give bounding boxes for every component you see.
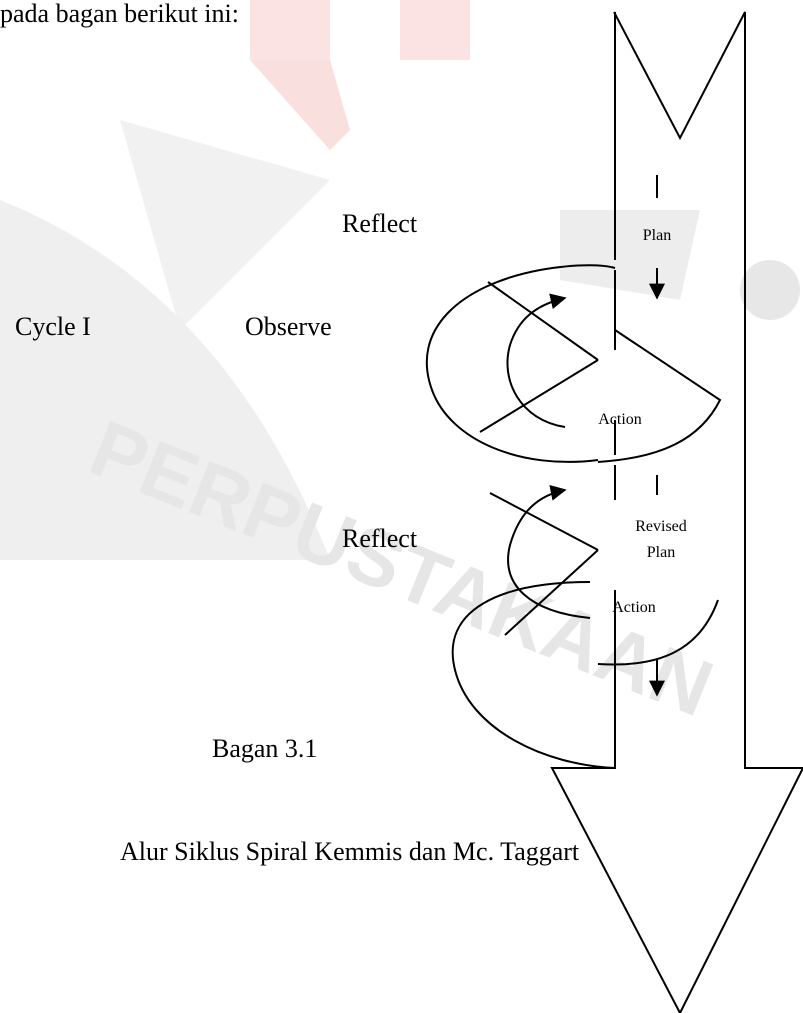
intro-text: pada bagan berikut ini: [0, 0, 239, 28]
cycle-1-observe-line [479, 359, 599, 433]
cycle-2-outer-loop [451, 581, 616, 769]
figure-number: Bagan 3.1 [212, 734, 317, 763]
label-revised-plan: Plan [647, 544, 675, 561]
cycle-1-inner-arc [506, 293, 567, 428]
cycle-1-action-wedge [597, 329, 722, 463]
cycle-2-reflect-line [489, 492, 599, 551]
big-down-arrow [550, 11, 803, 1013]
watermark: PERPUSTAKAAN [0, 0, 800, 733]
label-reflect-2: Reflect [342, 524, 418, 553]
watermark-text: PERPUSTAKAAN [79, 403, 725, 733]
label-revised: Revised [635, 518, 687, 535]
cycle-2-inner-arc [507, 484, 591, 619]
cycle-2-observe-line [504, 549, 599, 636]
cycle-1-loop [425, 264, 616, 463]
figure-caption: Alur Siklus Spiral Kemmis dan Mc. Taggar… [120, 837, 580, 866]
label-observe: Observe [245, 312, 332, 341]
label-action-1: Action [598, 411, 642, 428]
label-reflect-1: Reflect [342, 209, 418, 238]
label-plan: Plan [643, 227, 671, 244]
cycle-2-action-arc [597, 599, 719, 666]
label-action-2: Action [612, 599, 656, 616]
cycle-1-reflect-line [487, 281, 599, 361]
label-cycle-1: Cycle I [15, 312, 91, 341]
